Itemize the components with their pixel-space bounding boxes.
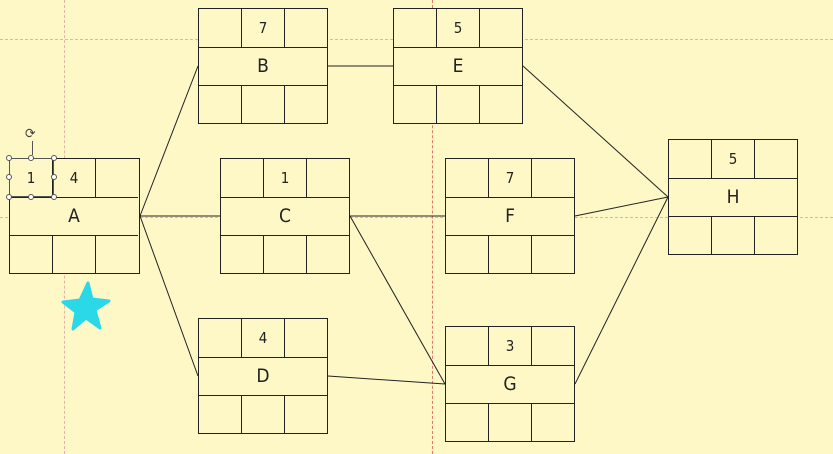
node-C[interactable]: 1 C bbox=[220, 158, 350, 274]
rotate-stem bbox=[32, 141, 33, 155]
node-H[interactable]: 5 H bbox=[668, 139, 798, 255]
node-F-bottom-cell-2 bbox=[489, 236, 532, 274]
node-C-bottom-cell-1 bbox=[221, 236, 264, 274]
node-D-cell-3 bbox=[285, 319, 327, 357]
node-A-bottom-cell-1 bbox=[10, 236, 53, 274]
node-D-cell-1 bbox=[199, 319, 242, 357]
resize-handle[interactable] bbox=[51, 155, 57, 161]
node-E[interactable]: 5 E bbox=[393, 8, 523, 124]
node-C-cell-1 bbox=[221, 159, 264, 197]
node-G-bottom-cell-3 bbox=[532, 404, 574, 442]
guide-line-horizontal bbox=[0, 217, 833, 218]
edge-G-H bbox=[574, 196, 669, 385]
node-B-label: B bbox=[257, 55, 269, 77]
node-H-bottom-cell-2 bbox=[712, 217, 755, 255]
node-F-cell-2: 7 bbox=[489, 159, 532, 197]
resize-handle[interactable] bbox=[6, 174, 12, 180]
node-E-cell-1 bbox=[394, 9, 437, 47]
node-A-bottom-cell-2 bbox=[53, 236, 96, 274]
edge-E-H bbox=[522, 65, 669, 198]
node-E-cell-2: 5 bbox=[437, 9, 480, 47]
node-F[interactable]: 7 F bbox=[445, 158, 575, 274]
node-G-bottom-cell-1 bbox=[446, 404, 489, 442]
resize-handle[interactable] bbox=[6, 194, 12, 200]
node-A-cell-3 bbox=[96, 159, 138, 197]
node-G-label: G bbox=[503, 373, 517, 395]
node-H-cell-3 bbox=[755, 140, 797, 178]
node-H-bottom-cell-1 bbox=[669, 217, 712, 255]
edge-A-B bbox=[139, 65, 199, 217]
node-C-cell-3 bbox=[307, 159, 349, 197]
node-A[interactable]: 1 4 A bbox=[9, 158, 140, 274]
selection-box bbox=[9, 158, 54, 197]
node-F-cell-3 bbox=[532, 159, 574, 197]
node-G-cell-2: 3 bbox=[489, 327, 532, 365]
resize-handle[interactable] bbox=[51, 174, 57, 180]
node-B-bottom-cell-1 bbox=[199, 86, 242, 124]
node-A-bottom-cell-3 bbox=[96, 236, 138, 274]
node-H-cell-2: 5 bbox=[712, 140, 755, 178]
node-E-bottom-cell-2 bbox=[437, 86, 480, 124]
resize-handle[interactable] bbox=[28, 194, 34, 200]
node-H-cell-1 bbox=[669, 140, 712, 178]
node-D-bottom-cell-2 bbox=[242, 396, 285, 434]
node-E-cell-3 bbox=[480, 9, 522, 47]
resize-handle[interactable] bbox=[51, 194, 57, 200]
node-A-label: A bbox=[68, 205, 80, 227]
guide-line-vertical bbox=[432, 0, 433, 454]
edge-D-G bbox=[327, 375, 446, 385]
node-D-label: D bbox=[256, 365, 270, 387]
node-B-bottom-cell-3 bbox=[285, 86, 327, 124]
node-C-cell-2: 1 bbox=[264, 159, 307, 197]
node-B-cell-3 bbox=[285, 9, 327, 47]
node-F-bottom-cell-1 bbox=[446, 236, 489, 274]
edge-C-G bbox=[349, 215, 446, 385]
node-G-cell-3 bbox=[532, 327, 574, 365]
star-shape[interactable] bbox=[60, 280, 112, 332]
rotate-icon[interactable]: ⟳ bbox=[25, 126, 36, 142]
resize-handle[interactable] bbox=[6, 155, 12, 161]
node-D-bottom-cell-1 bbox=[199, 396, 242, 434]
node-D-cell-2: 4 bbox=[242, 319, 285, 357]
node-C-bottom-cell-3 bbox=[307, 236, 349, 274]
node-C-label: C bbox=[279, 205, 291, 227]
node-B-bottom-cell-2 bbox=[242, 86, 285, 124]
node-C-bottom-cell-2 bbox=[264, 236, 307, 274]
resize-handle[interactable] bbox=[28, 155, 34, 161]
node-B[interactable]: 7 B bbox=[198, 8, 328, 124]
edge-F-H bbox=[574, 196, 669, 217]
node-E-label: E bbox=[452, 55, 464, 77]
node-H-bottom-cell-3 bbox=[755, 217, 797, 255]
node-B-cell-2: 7 bbox=[242, 9, 285, 47]
node-E-bottom-cell-1 bbox=[394, 86, 437, 124]
node-G[interactable]: 3 G bbox=[445, 326, 575, 442]
node-E-bottom-cell-3 bbox=[480, 86, 522, 124]
node-D[interactable]: 4 D bbox=[198, 318, 328, 434]
node-D-bottom-cell-3 bbox=[285, 396, 327, 434]
node-H-label: H bbox=[726, 186, 740, 208]
node-G-cell-1 bbox=[446, 327, 489, 365]
node-G-bottom-cell-2 bbox=[489, 404, 532, 442]
node-F-label: F bbox=[505, 205, 515, 227]
node-A-cell-2: 4 bbox=[53, 159, 96, 197]
node-F-bottom-cell-3 bbox=[532, 236, 574, 274]
node-B-cell-1 bbox=[199, 9, 242, 47]
node-F-cell-1 bbox=[446, 159, 489, 197]
edge-A-D bbox=[139, 215, 199, 377]
